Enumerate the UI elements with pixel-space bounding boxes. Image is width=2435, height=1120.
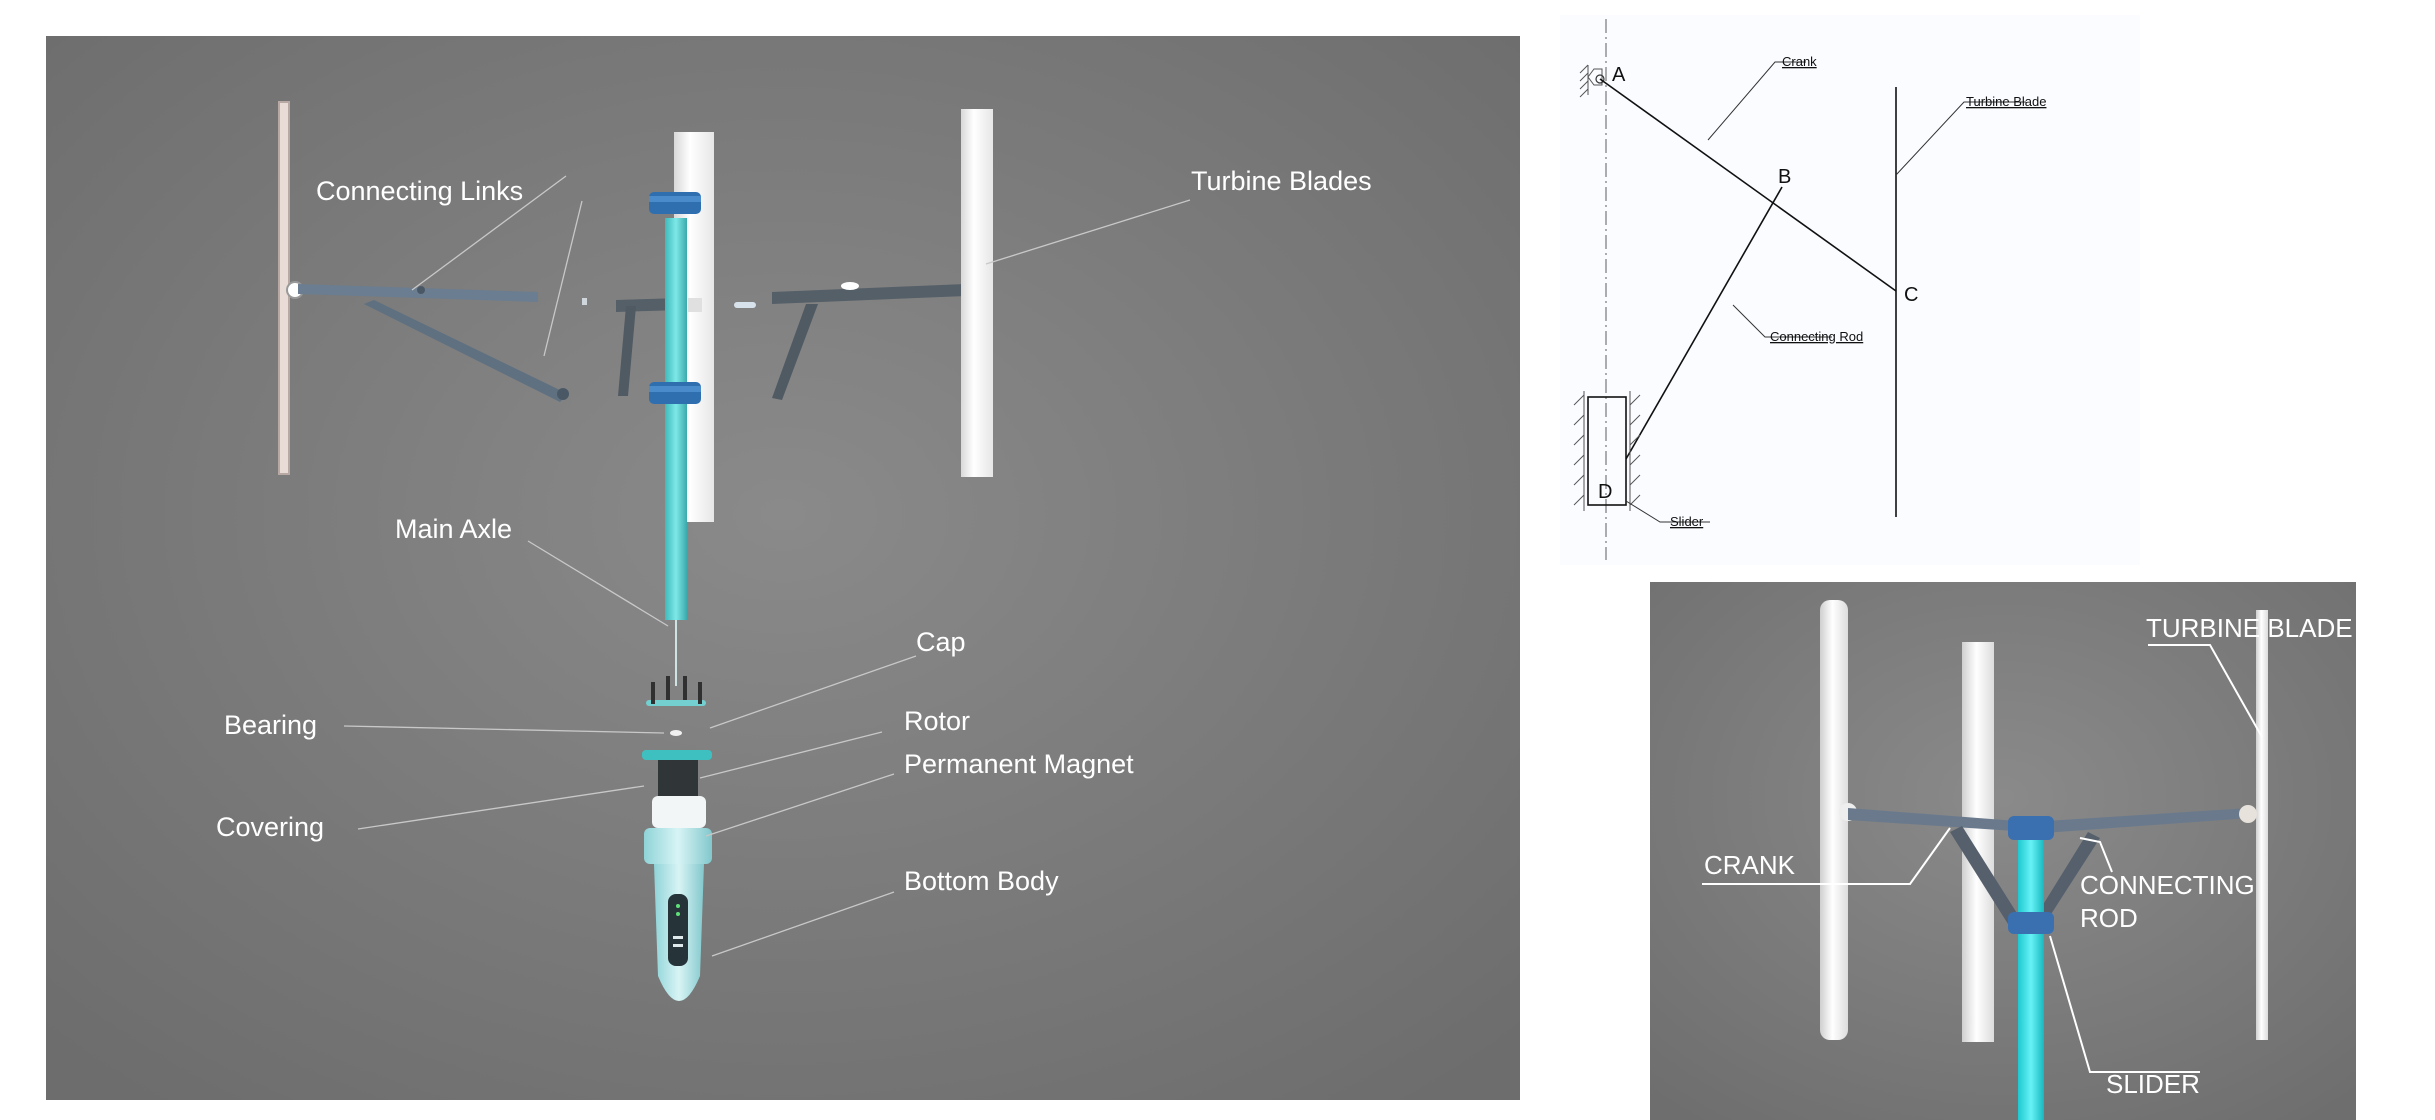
closeup-label-connecting-line2: ROD bbox=[2080, 903, 2138, 933]
closeup-label-crank: CRANK bbox=[1704, 850, 1796, 880]
schematic-label-turbine-blade: Turbine Blade bbox=[1966, 94, 2046, 109]
closeup-left-blade bbox=[1820, 600, 1848, 1040]
exploded-view-panel: Connecting Links Turbine Blades Main Axl… bbox=[46, 36, 1520, 1100]
leader-lines bbox=[343, 175, 1191, 957]
label-covering: Covering bbox=[216, 812, 324, 842]
closeup-label-slider: SLIDER bbox=[2106, 1069, 2200, 1099]
closeup-connecting-rods bbox=[1950, 826, 2100, 924]
connecting-rod-line bbox=[1625, 186, 1783, 460]
backdrop bbox=[46, 36, 1520, 1100]
point-d: D bbox=[1598, 481, 1612, 503]
closeup-background bbox=[1650, 582, 2356, 1120]
label-turbine-blades: Turbine Blades bbox=[1191, 166, 1372, 196]
schematic-panel: A B C D Crank Turbine Blade Connecting R… bbox=[1560, 15, 2140, 565]
closeup-right-blade bbox=[2256, 610, 2268, 1040]
permanent-magnet-part bbox=[652, 796, 706, 828]
label-bottom-body: Bottom Body bbox=[904, 866, 1059, 896]
fixed-support-a bbox=[1579, 64, 1603, 98]
closeup-label-turbine-blade: TURBINE BLADE bbox=[2146, 613, 2353, 643]
schematic-label-connecting-rod: Connecting Rod bbox=[1770, 329, 1863, 344]
schematic-label-crank: Crank bbox=[1782, 54, 1817, 69]
point-b: B bbox=[1778, 166, 1791, 188]
bottom-body-part bbox=[644, 828, 712, 1001]
covering-part bbox=[642, 750, 712, 760]
right-pin bbox=[734, 302, 756, 308]
right-crank-arm bbox=[772, 282, 966, 400]
closeup-panel: TURBINE BLADE CRANK CONNECTING ROD SLIDE… bbox=[1650, 582, 2356, 1120]
top-clamp bbox=[649, 192, 701, 214]
bearing-part bbox=[670, 730, 682, 736]
closeup-render: TURBINE BLADE CRANK CONNECTING ROD SLIDE… bbox=[1650, 582, 2356, 1120]
schematic-background bbox=[1560, 15, 2140, 565]
closeup-slider-clamp bbox=[2008, 912, 2054, 934]
main-axle bbox=[665, 218, 687, 620]
left-crank-arm bbox=[286, 281, 569, 402]
closeup-crank-arms bbox=[1839, 803, 2257, 834]
right-turbine-blade bbox=[961, 109, 993, 477]
label-permanent-magnet: Permanent Magnet bbox=[904, 749, 1134, 779]
rotor-part bbox=[658, 760, 698, 800]
closeup-top-clamp bbox=[2008, 816, 2054, 840]
cap-part bbox=[646, 676, 706, 706]
label-rotor: Rotor bbox=[904, 706, 970, 736]
point-a: A bbox=[1612, 64, 1626, 86]
schematic-label-slider: Slider bbox=[1670, 514, 1704, 529]
slider-box bbox=[1587, 396, 1627, 506]
label-connecting-links: Connecting Links bbox=[316, 176, 523, 206]
pivot-a bbox=[1595, 74, 1605, 84]
point-c: C bbox=[1904, 284, 1918, 306]
left-pin bbox=[582, 298, 587, 305]
slider-guides bbox=[1573, 391, 1641, 511]
crank-line bbox=[1599, 78, 1897, 292]
linkage-schematic: A B C D Crank Turbine Blade Connecting R… bbox=[1560, 15, 2140, 565]
axle-hub bbox=[688, 298, 702, 312]
schematic-leaders bbox=[1625, 61, 2026, 523]
closeup-leaders bbox=[1702, 644, 2263, 1073]
closeup-axle bbox=[2018, 822, 2044, 1120]
label-main-axle: Main Axle bbox=[395, 514, 512, 544]
label-cap: Cap bbox=[916, 627, 966, 657]
exploded-view-drawing: Connecting Links Turbine Blades Main Axl… bbox=[46, 36, 1520, 1100]
closeup-label-connecting-line1: CONNECTING bbox=[2080, 870, 2255, 900]
label-bearing: Bearing bbox=[224, 710, 317, 740]
bottom-clamp bbox=[649, 382, 701, 404]
